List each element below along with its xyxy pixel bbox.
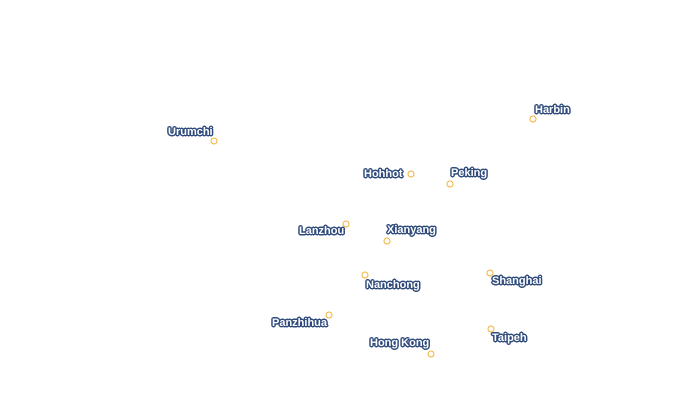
- city-label-taipeh: Taipeh: [492, 332, 527, 344]
- city-label-nanchong: Nanchong: [366, 279, 420, 291]
- city-label-peking: Peking: [451, 167, 488, 179]
- city-marker-taipeh[interactable]: [487, 325, 495, 333]
- city-marker-harbin[interactable]: [529, 115, 537, 123]
- city-marker-hohhot[interactable]: [407, 170, 415, 178]
- city-marker-urumchi[interactable]: [210, 137, 218, 145]
- city-label-panzhihua: Panzhihua: [272, 317, 328, 329]
- city-marker-xianyang[interactable]: [383, 237, 391, 245]
- city-label-urumchi: Urumchi: [168, 126, 213, 138]
- city-marker-panzhihua[interactable]: [325, 311, 333, 319]
- city-label-hongkong: Hong Kong: [370, 337, 430, 349]
- city-label-hohhot: Hohhot: [364, 168, 403, 180]
- city-label-harbin: Harbin: [535, 104, 570, 116]
- city-label-lanzhou: Lanzhou: [299, 225, 345, 237]
- city-marker-peking[interactable]: [446, 180, 454, 188]
- city-marker-nanchong[interactable]: [361, 271, 369, 279]
- city-marker-lanzhou[interactable]: [342, 220, 350, 228]
- city-marker-shanghai[interactable]: [486, 269, 494, 277]
- city-label-shanghai: Shanghai: [492, 275, 542, 287]
- city-label-xianyang: Xianyang: [387, 224, 436, 236]
- city-marker-hongkong[interactable]: [427, 350, 435, 358]
